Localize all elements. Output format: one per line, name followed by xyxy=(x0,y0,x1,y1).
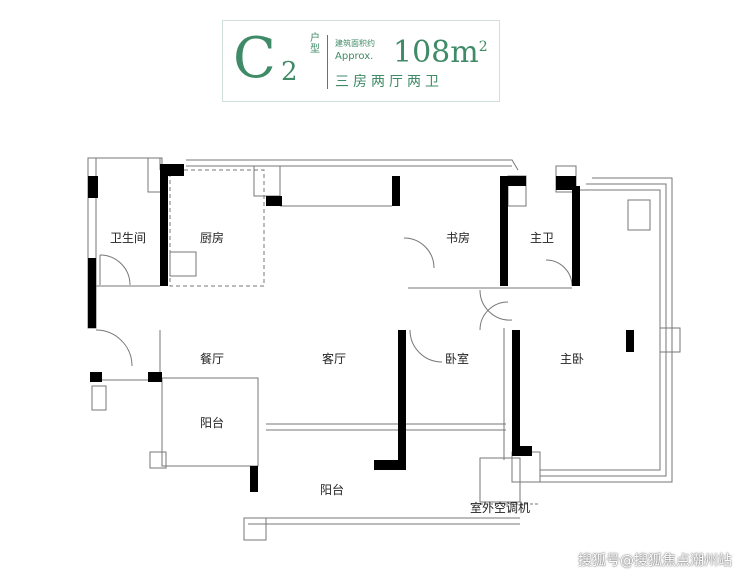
room-study-label: 书房 xyxy=(446,231,471,245)
unit-type-number: 2 xyxy=(281,57,298,87)
area-label: 建筑面积约 xyxy=(335,39,375,48)
room-master-bath-label: 主卫 xyxy=(530,231,555,245)
header-divider xyxy=(327,35,328,89)
thin-outlines xyxy=(87,157,681,541)
area-unit: m2 xyxy=(450,35,488,70)
room-dining-label: 餐厅 xyxy=(200,352,225,366)
area-value: 108m2 xyxy=(393,29,488,71)
unit-type-header: C 2 户型 建筑面积约 Approx. 108m2 三房两厅两卫 xyxy=(222,20,500,102)
room-master-bedroom-label: 主卧 xyxy=(560,352,585,366)
room-bedroom-label: 卧室 xyxy=(445,352,470,366)
unit-type-letter: C xyxy=(233,26,276,91)
solid-walls xyxy=(88,164,634,492)
room-kitchen-label: 厨房 xyxy=(200,231,225,245)
unit-type-suffix: 户型 xyxy=(310,33,320,55)
approx-label: Approx. xyxy=(335,51,374,62)
outdoor-ac-label: 室外空调机 xyxy=(470,501,531,515)
watermark: 搜狐号@搜狐焦点潮州站 xyxy=(578,553,732,569)
area-number: 108 xyxy=(393,35,451,70)
layout-description: 三房两厅两卫 xyxy=(335,74,443,90)
room-balcony-small-label: 阳台 xyxy=(200,416,225,430)
room-balcony-large-label: 阳台 xyxy=(320,483,345,497)
room-bathroom-label: 卫生间 xyxy=(110,231,147,245)
room-living-label: 客厅 xyxy=(322,352,347,366)
